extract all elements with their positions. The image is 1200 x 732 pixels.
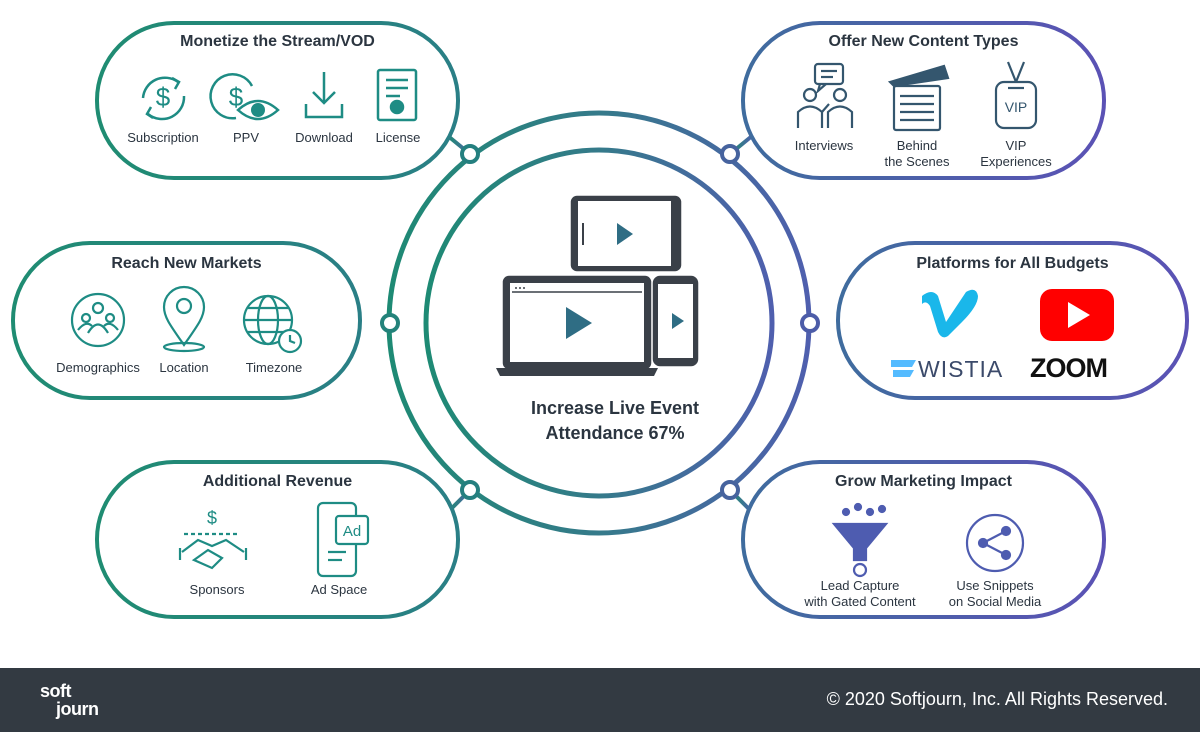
center-line-2: Attendance 67%: [545, 423, 685, 443]
label-location: Location: [159, 360, 209, 375]
label-social-media: on Social Media: [948, 594, 1042, 609]
label-ad-space: Ad Space: [310, 582, 368, 597]
box-marketing-title: Grow Marketing Impact: [835, 473, 1012, 490]
clapperboard-icon: [887, 64, 950, 132]
box-content-title: Offer New Content Types: [828, 33, 1019, 50]
label-download: Download: [295, 130, 353, 145]
label-demographics: Demographics: [56, 360, 140, 375]
label-gated-content: with Gated Content: [804, 594, 916, 609]
label-timezone: Timezone: [245, 360, 303, 375]
box-markets: [11, 241, 362, 400]
download-icon: [304, 72, 344, 119]
box-revenue: [95, 460, 460, 619]
label-license: License: [375, 130, 421, 145]
zoom-logo: ZOOM: [1030, 353, 1108, 383]
label-interviews: Interviews: [794, 138, 854, 153]
svg-text:VIP: VIP: [1005, 99, 1028, 115]
footer: soft journ © 2020 Softjourn, Inc. All Ri…: [0, 668, 1200, 732]
certificate-icon: [376, 68, 418, 122]
logo-journ: journ: [56, 699, 99, 719]
vimeo-logo: [922, 289, 978, 338]
globe-clock-icon: [242, 294, 303, 354]
people-group-icon: [70, 292, 126, 348]
connector-nodes: [380, 144, 820, 500]
dollar-eye-icon: $: [209, 73, 280, 121]
center-headline: Increase Live Event Attendance 67%: [490, 396, 740, 446]
dollar-cycle-icon: $: [141, 76, 186, 121]
box-revenue-title: Additional Revenue: [202, 473, 353, 490]
label-ppv: PPV: [232, 130, 259, 145]
label-vip: VIP: [1005, 138, 1027, 153]
wistia-logo: WISTIA: [918, 356, 1004, 382]
wistia-mark: [891, 360, 916, 377]
label-behind: Behind: [896, 138, 938, 153]
copyright-text: © 2020 Softjourn, Inc. All Rights Reserv…: [826, 689, 1168, 709]
label-the-scenes: the Scenes: [884, 154, 950, 169]
box-monetize: [95, 21, 460, 180]
box-content: [741, 21, 1106, 180]
box-platforms: [836, 241, 1189, 400]
label-sponsors: Sponsors: [189, 582, 245, 597]
box-marketing: [741, 460, 1106, 619]
interview-icon: [796, 62, 854, 128]
label-use-snippets: Use Snippets: [956, 578, 1034, 593]
box-monetize-title: Monetize the Stream/VOD: [180, 33, 375, 50]
label-experiences: Experiences: [980, 154, 1052, 169]
label-lead-capture: Lead Capture: [820, 578, 900, 593]
svg-text:$: $: [229, 82, 244, 112]
diagram: $ $: [11, 21, 1189, 619]
box-platforms-title: Platforms for All Budgets: [916, 255, 1109, 272]
devices-illustration: [496, 195, 699, 376]
svg-text:$: $: [156, 82, 171, 112]
location-pin-icon: [162, 285, 206, 353]
logo-soft: soft: [40, 681, 72, 701]
youtube-logo: [1040, 289, 1114, 341]
center-line-1: Increase Live Event: [530, 398, 700, 418]
vip-badge-icon: VIP: [994, 61, 1038, 130]
box-markets-title: Reach New Markets: [111, 255, 262, 272]
label-subscription: Subscription: [127, 130, 199, 145]
